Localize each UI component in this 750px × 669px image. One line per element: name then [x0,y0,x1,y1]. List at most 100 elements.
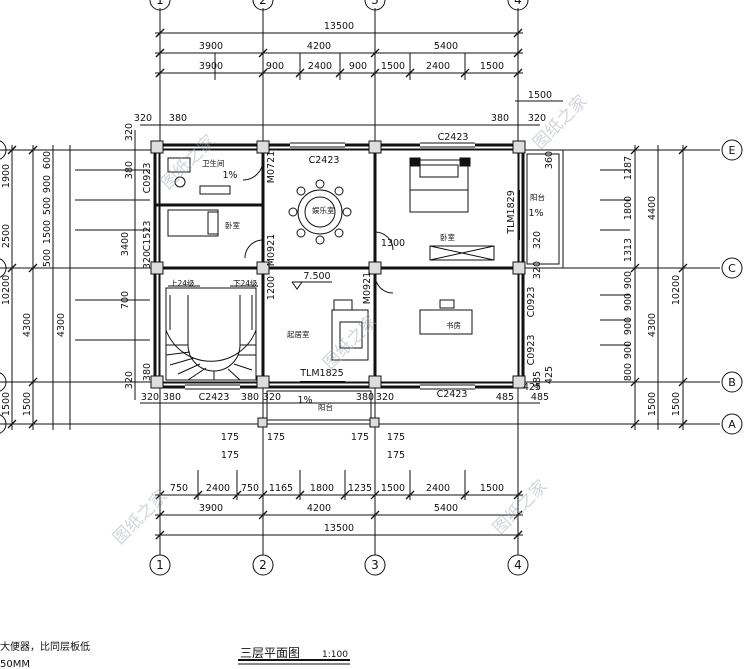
dim-balcony-mark-4: 175 [387,432,405,443]
dim-right-inner-8: 800 [623,363,634,381]
dim-top-detail-6: 2400 [426,61,450,72]
note-line-1: 大便器，比同层板低 [0,640,90,653]
dim-left-outer-3: 10200 [1,275,12,305]
dim-left-small-4: 700 [120,291,131,309]
dim-balcony-mark-1: 175 [221,432,239,443]
dim-left-outer-2: 2500 [1,224,12,248]
dim-left-small-2: 380 [124,161,135,179]
dim-top-small-1: 320 [134,113,152,124]
room-balcony-right: 阳台 [530,192,545,202]
dim-bottom-small-2: 380 [163,392,181,403]
stair-up-label: 上24级 [170,278,195,288]
dim-bottom-small-3: 380 [241,392,259,403]
watermark-4: 图纸之家 [109,486,171,548]
dim-right-small-3: 320 [532,261,543,279]
dim-bottom-detail-2: 2400 [206,483,230,494]
axis-label-col-4: 4 [514,0,522,7]
dim-right-small-2: 320 [532,231,543,249]
dim-top-detail-7: 1500 [480,61,504,72]
dim-bottom-small-9: 485 [531,392,549,403]
axis-label-col-4-bottom: 4 [514,558,522,572]
dim-bottom-detail-3: 750 [241,483,259,494]
dim-top-bay-1: 3900 [199,41,223,52]
slope-label-3: 1% [297,395,312,406]
dim-left-inner-8: 1500 [22,392,33,416]
dim-bottom-bay-2: 4200 [307,503,331,514]
dim-bottom-small-1: 320 [141,392,159,403]
dim-right-outer-1: 4400 [647,196,658,220]
dim-left-inner-4: 1500 [42,220,53,244]
dim-bottom-small-5: 380 [356,392,374,403]
dim-right-inner-4: 900 [623,271,634,289]
level-triangle [291,281,303,290]
dim-top-detail-2: 900 [266,61,284,72]
dim-top-small-3: 380 [491,113,509,124]
room-bedroom-small: 卧室 [225,220,240,230]
dim-bottom-small-4: 320 [263,392,281,403]
dim-top-bay-2: 4200 [307,41,331,52]
slope-label-2: 1% [528,208,543,219]
axis-label-col-3: 3 [371,0,379,7]
dim-right-small-5: 425 [544,366,555,384]
door-label-2: M0921 [266,234,277,266]
dim-bottom-bay-1: 3900 [199,503,223,514]
room-balcony-bottom: 阳台 [318,402,333,412]
dim-balcony-mark-5: 175 [221,450,239,461]
room-living: 起居室 [287,329,310,339]
dim-right-inner-7: 900 [623,341,634,359]
dim-misc-1200: 1200 [266,276,277,300]
window-label-left-2: C1523 [142,221,153,252]
dim-bottom-detail-9: 1500 [480,483,504,494]
drawing-title: 三层平面图 [240,646,300,660]
window-label-bottom-1: C2423 [199,392,230,403]
dim-left-small-3: 320 [142,251,153,269]
axis-label-row-a: A [728,418,736,431]
dim-top-small-2: 380 [169,113,187,124]
window-label-left-1: C0923 [142,163,153,194]
dim-top-small-4: 320 [528,113,546,124]
window-label-right-1: C0923 [526,287,537,318]
window-label-right-2: C0923 [526,335,537,366]
axis-label-col-3-bottom: 3 [371,558,379,572]
note-line-2: 50MM [0,659,30,669]
door-label-3: M0921 [362,272,373,304]
room-bedroom-large: 卧室 [440,232,455,242]
dim-bottom-small-6: 320 [376,392,394,403]
dim-right-outer-4: 1500 [647,392,658,416]
window-label-top-1: C2423 [309,155,340,166]
room-bathroom: 卫生间 [202,158,225,168]
dim-misc-1300: 1300 [381,238,405,249]
dim-bottom-detail-6: 1235 [348,483,372,494]
door-label-4: TLM1829 [506,190,517,234]
dim-bottom-detail-5: 1800 [310,483,334,494]
drawing-scale: 1:100 [322,650,348,660]
axis-label-row-e: E [729,144,736,157]
axis-label-row-b: B [728,376,736,389]
dim-left-inner-7: 4300 [56,313,67,337]
door-label-5: TLM1825 [299,368,343,379]
dim-left-inner-1: 600 [42,151,53,169]
axis-label-col-2: 2 [259,0,267,7]
dim-bottom-bay-3: 5400 [434,503,458,514]
dim-left-inner-2: 900 [42,175,53,193]
axis-label-col-1: 1 [156,0,164,7]
dim-left-inner-5: 500 [42,249,53,267]
axis-label-col-1-bottom: 1 [156,558,164,572]
dim-right-outer-5: 1500 [671,392,682,416]
dim-left-inner-6: 3400 [120,232,131,256]
dim-top-detail-5: 1500 [381,61,405,72]
dim-left-small-5: 320 [124,371,135,389]
level-label: 7.500 [303,271,330,282]
dim-bottom-small-8: 425 [523,382,541,393]
window-label-top-2: C2423 [438,132,469,143]
door-label-1: M0721 [266,151,277,183]
dim-bottom-detail-8: 2400 [426,483,450,494]
dim-bottom-detail-1: 750 [170,483,188,494]
dim-left-outer-4: 4300 [22,313,33,337]
dim-balcony-mark-6: 175 [387,450,405,461]
dim-right-outer-2: 10200 [671,275,682,305]
dim-right-inner-2: 1800 [623,196,634,220]
dim-right-inner-1: 1287 [623,156,634,180]
dim-top-balcony: 1500 [528,90,552,101]
